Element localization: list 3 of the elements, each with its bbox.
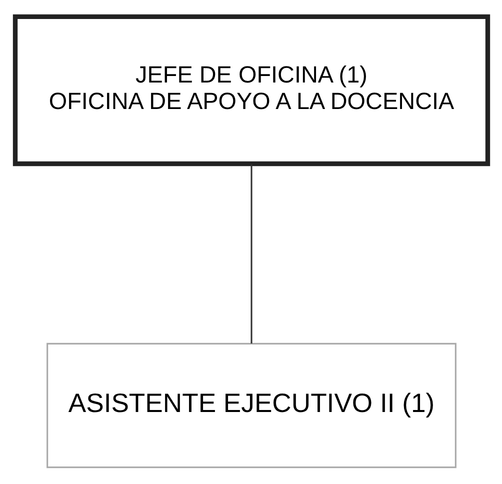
node-box: ASISTENTE EJECUTIVO II (1): [46, 342, 456, 468]
connector: [250, 164, 252, 344]
node-box: JEFE DE OFICINA (1) OFICINA DE APOYO A LA DOCENCIA: [12, 14, 490, 166]
